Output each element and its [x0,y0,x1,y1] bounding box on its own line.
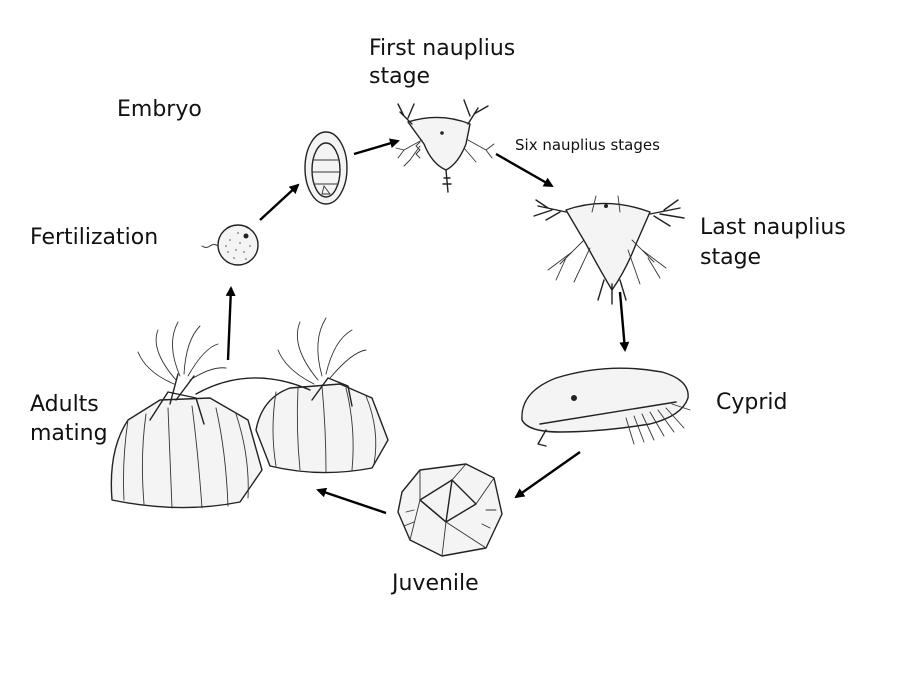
label-adults-line1: Adults [30,392,99,417]
arrow-juvenile-to-adults [316,487,387,515]
arrow-first-to-last-nauplius [495,152,554,188]
label-first-nauplius-line1: First nauplius [369,36,516,61]
label-juvenile: Juvenile [392,571,479,596]
cycle-arrows [225,138,630,515]
label-fertilization: Fertilization [30,225,159,250]
arrow-cyprid-to-juvenile [514,451,581,499]
arrow-embryo-to-first-nauplius [353,138,400,156]
label-cyprid: Cyprid [716,390,788,415]
cyprid-icon [521,367,691,447]
label-first-nauplius-line2: stage [369,64,431,89]
first-nauplius-icon [395,99,495,193]
label-last-nauplius-line1: Last nauplius [700,215,846,240]
label-embryo: Embryo [117,97,202,122]
last-nauplius-icon [533,195,685,305]
label-adults-line2: mating [30,421,108,446]
egg-icon [201,224,259,266]
label-last-nauplius-line2: stage [700,245,762,270]
arrow-last-nauplius-to-cyprid [618,291,630,352]
label-six-nauplius-stages: Six nauplius stages [515,136,660,154]
juvenile-barnacle-icon [397,463,503,557]
embryo-icon [304,131,348,205]
adult-barnacles-icon [110,317,389,509]
arrow-fertilization-to-embryo [259,183,300,221]
arrow-adults-to-fertilization [225,286,236,361]
